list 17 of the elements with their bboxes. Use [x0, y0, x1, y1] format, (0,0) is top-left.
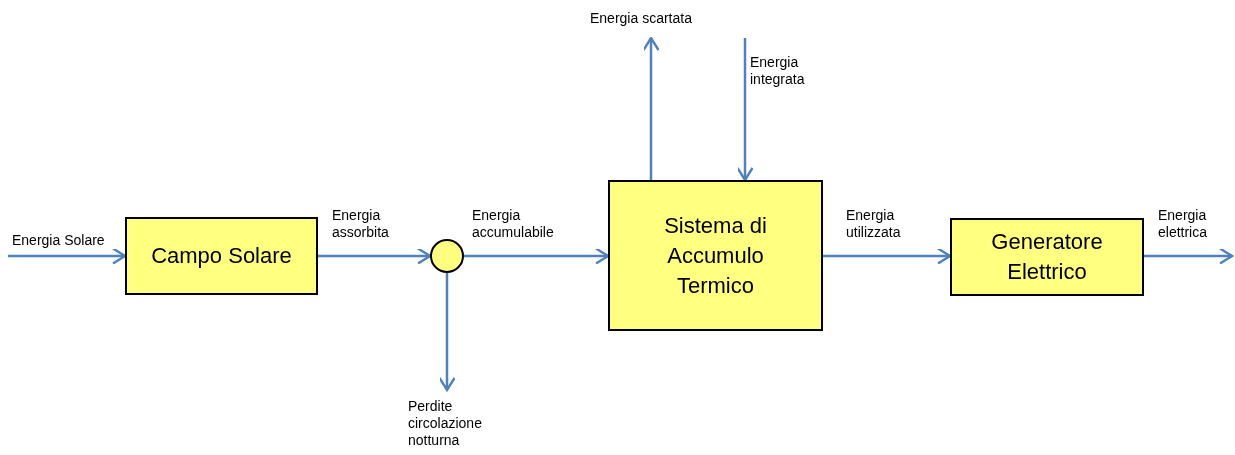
- node-label: Sistema di Accumulo Termico: [663, 211, 768, 300]
- process-box: [950, 218, 1144, 296]
- arrow: [318, 247, 432, 265]
- arrow: [823, 247, 952, 265]
- arrow: [736, 38, 754, 182]
- junction-circle: [430, 239, 464, 273]
- arrow: [1144, 247, 1234, 265]
- arrow: [464, 247, 610, 265]
- process-box: [125, 217, 318, 295]
- edge-label: Energia scartata: [590, 10, 692, 27]
- process-box: [608, 180, 823, 331]
- arrow: [438, 273, 456, 392]
- arrow: [8, 247, 127, 265]
- edge-label: Energia Solare: [12, 232, 105, 249]
- node-label: Generatore Elettrico: [990, 228, 1104, 286]
- node-label: Campo Solare: [151, 242, 292, 270]
- arrow: [642, 36, 660, 180]
